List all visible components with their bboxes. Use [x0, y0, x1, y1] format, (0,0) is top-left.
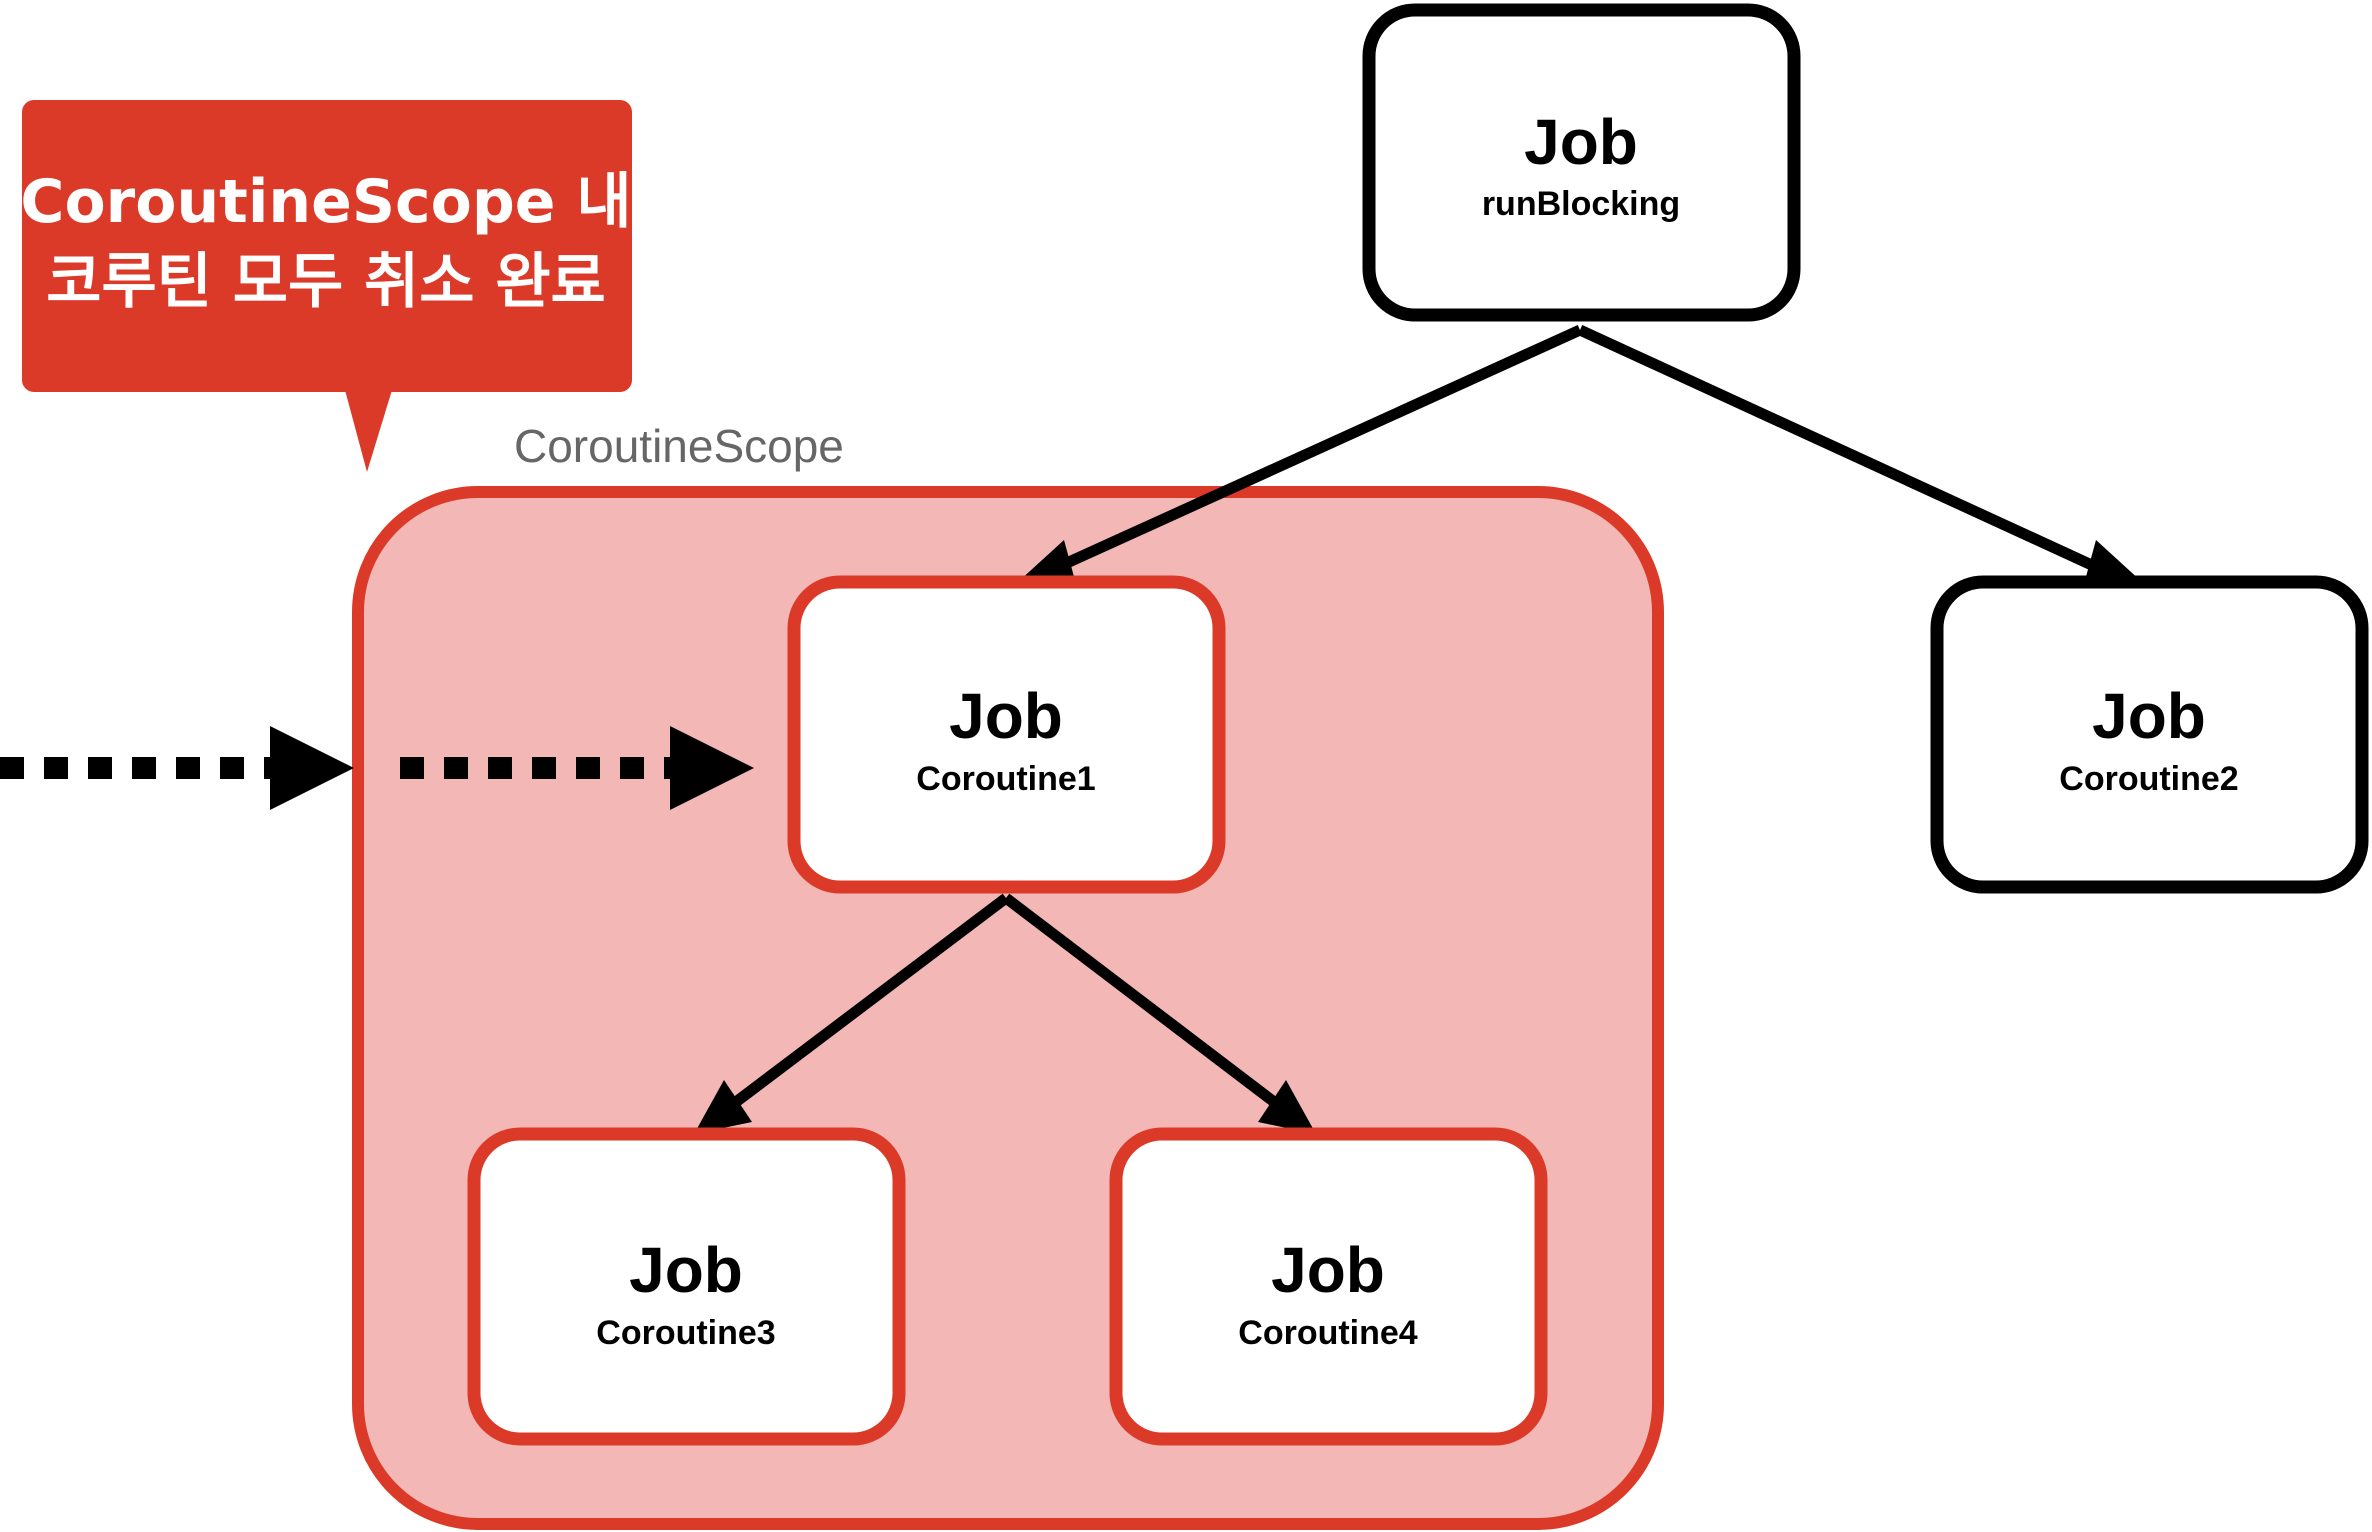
edge-runblocking-coroutine1 — [1018, 324, 1583, 584]
job-node-coroutine4[interactable]: Job Coroutine4 — [1109, 1127, 1548, 1446]
job-subtitle: Coroutine3 — [596, 1314, 775, 1352]
job-title: Job — [1524, 106, 1638, 178]
edge-coroutine1-coroutine3 — [694, 893, 1010, 1134]
job-title: Job — [949, 680, 1063, 752]
job-subtitle: runBlocking — [1482, 185, 1680, 223]
job-title: Job — [629, 1234, 743, 1306]
job-title: Job — [2092, 680, 2206, 752]
callout-line-2: 코루틴 모두 취소 완료 — [46, 247, 605, 317]
callout-pointer — [345, 390, 392, 472]
job-subtitle: Coroutine1 — [916, 760, 1095, 798]
callout-box — [22, 100, 632, 392]
job-node-coroutine1[interactable]: Job Coroutine1 — [787, 575, 1226, 894]
cancel-signal-arrow-outer — [0, 726, 354, 810]
cancel-signal-arrow-inner — [400, 726, 754, 810]
job-title: Job — [1271, 1234, 1385, 1306]
job-node-coroutine2[interactable]: Job Coroutine2 — [1930, 575, 2369, 894]
job-node-runblocking[interactable]: Job runBlocking — [1362, 3, 1801, 322]
job-node-coroutine3[interactable]: Job Coroutine3 — [467, 1127, 906, 1446]
edge-coroutine1-coroutine4 — [1002, 893, 1316, 1134]
edge-runblocking-coroutine2 — [1577, 325, 2142, 584]
job-subtitle: Coroutine2 — [2059, 760, 2238, 798]
cancel-callout: CoroutineScope 내 코루틴 모두 취소 완료 — [20, 100, 632, 472]
scope-label: CoroutineScope — [514, 420, 844, 472]
job-subtitle: Coroutine4 — [1238, 1314, 1418, 1352]
callout-line-1: CoroutineScope 내 — [20, 167, 631, 237]
